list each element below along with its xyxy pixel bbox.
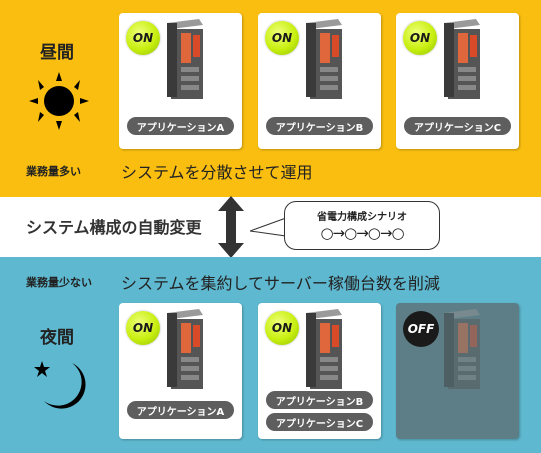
app-label: アプリケーションC [266,413,373,431]
on-badge: ON [265,21,299,55]
app-label: アプリケーションA [127,117,234,135]
night-band: 業務量少ない システムを集約してサーバー稼働台数を削減 夜間 ON アプリケーシ… [0,257,541,453]
on-badge: ON [126,311,160,345]
night-server-card-2: ON アプリケーションB アプリケーションC [258,303,381,439]
app-label: アプリケーションB [266,391,373,409]
app-label: アプリケーションB [266,117,373,135]
day-workload-note: 業務量多い [26,165,81,178]
off-badge: OFF [403,311,439,347]
day-server-card-2: ON アプリケーションB [258,13,381,149]
server-icon [444,309,480,389]
day-description: システムを分散させて運用 [121,163,313,182]
day-server-card-1: ON アプリケーションA [119,13,242,149]
app-label: アプリケーションC [404,117,511,135]
server-icon [167,309,203,389]
on-badge: ON [126,21,160,55]
day-band: 昼間 業務量多い システムを分散させて運用 ON アプリケーションA ON [0,0,541,197]
on-badge: ON [265,311,299,345]
sun-icon [29,72,89,130]
on-badge: ON [403,21,437,55]
scenario-flow: ○→○→○→○ [320,224,404,242]
server-icon [444,19,480,99]
day-title: 昼間 [40,43,74,63]
callout-pointer [250,217,287,237]
app-label: アプリケーションA [127,401,234,419]
server-icon [306,19,342,99]
night-server-card-3: OFF [396,303,519,439]
night-workload-note: 業務量少ない [26,276,92,289]
auto-reconfiguration-title: システム構成の自動変更 [26,218,202,237]
server-icon [306,309,342,389]
scenario-label: 省電力構成シナリオ [317,212,407,223]
night-title: 夜間 [40,328,74,348]
moon-icon [34,361,86,409]
scenario-callout: 省電力構成シナリオ ○→○→○→○ [284,201,440,250]
double-arrow-icon [218,196,244,258]
server-icon [167,19,203,99]
night-server-card-1: ON アプリケーションA [119,303,242,439]
night-description: システムを集約してサーバー稼働台数を削減 [121,274,440,293]
day-server-card-3: ON アプリケーションC [396,13,519,149]
